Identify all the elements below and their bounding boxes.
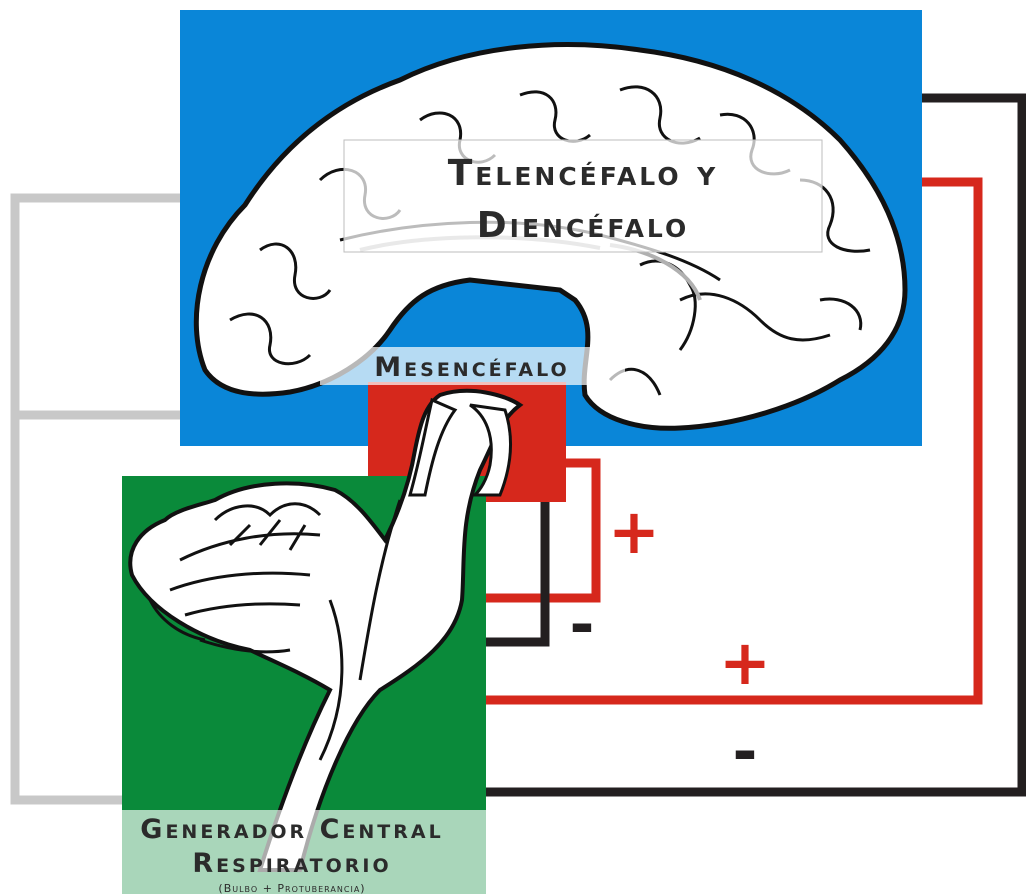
mesencefalo-label: Mesencéfalo: [374, 352, 569, 383]
telencefalo-inhibitory-sign: -: [733, 717, 758, 787]
telencefalo-excitatory-sign: +: [719, 626, 771, 699]
generador-label-line1: Generador Central: [140, 814, 443, 845]
mesencefalo-inhibitory-sign: -: [570, 590, 595, 660]
mesencefalo-excitatory-sign: +: [608, 495, 660, 568]
generador-label-sub: (Bulbo + Protuberancia): [218, 882, 365, 894]
generador-label-line2: Respiratorio: [192, 848, 391, 879]
inhibitory-pathway-mesencefalo: [485, 502, 545, 642]
telencefalo-label-line2: Diencéfalo: [477, 205, 689, 246]
telencefalo-label-line1: Telencéfalo y: [448, 153, 718, 194]
